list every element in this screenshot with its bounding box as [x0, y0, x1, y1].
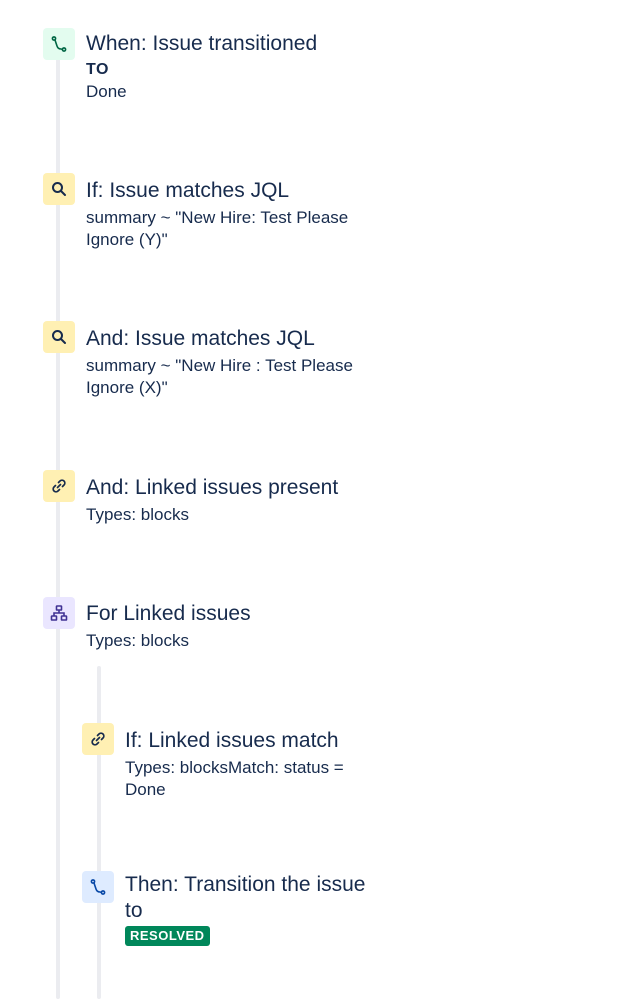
status-transition-icon [43, 28, 75, 60]
step-title: Then: Transition the issue to [125, 873, 366, 922]
step-detail: Done [86, 82, 127, 101]
step-title: If: Linked issues match [125, 729, 339, 752]
step-detail: Types: blocks [86, 505, 189, 524]
step-title: If: Issue matches JQL [86, 179, 290, 202]
hierarchy-icon [43, 597, 75, 629]
status-lozenge: RESOLVED [125, 926, 210, 946]
step-title: When: Issue transitioned [86, 32, 318, 55]
search-icon [43, 173, 75, 205]
step-detail: Types: blocksMatch: status = Done [125, 758, 344, 799]
status-transition-icon [82, 871, 114, 903]
step-detail: summary ~ "New Hire : Test Please Ignore… [86, 356, 353, 397]
step-detail: summary ~ "New Hire: Test Please Ignore … [86, 208, 349, 249]
link-icon [43, 470, 75, 502]
step-detail: Types: blocks [86, 631, 189, 650]
step-title: And: Linked issues present [86, 476, 339, 499]
step-title: For Linked issues [86, 602, 251, 625]
rule-timeline-line [56, 58, 60, 999]
step-title: And: Issue matches JQL [86, 327, 315, 350]
link-icon [82, 723, 114, 755]
to-label: TO [86, 61, 109, 78]
search-icon [43, 321, 75, 353]
branch-timeline-line [97, 666, 101, 999]
